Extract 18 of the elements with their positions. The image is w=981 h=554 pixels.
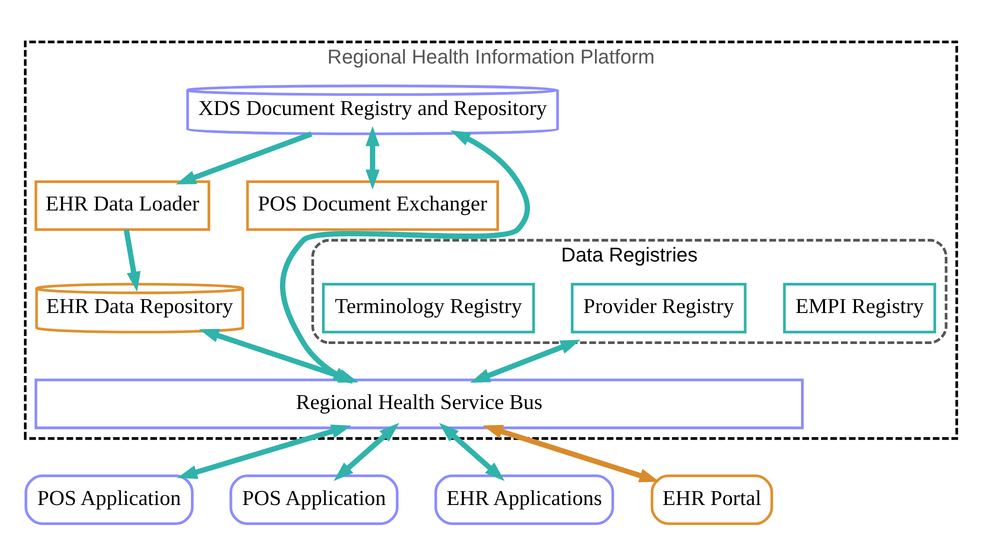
node-box: POS Application — [229, 474, 398, 524]
node-box: EMPI Registry — [782, 282, 936, 333]
node-box: EHR Data Loader — [34, 180, 210, 230]
arrow — [333, 422, 399, 480]
arrow — [176, 424, 351, 478]
node-box: Provider Registry — [570, 282, 746, 333]
arrow — [123, 228, 140, 292]
arrow — [470, 339, 580, 382]
node-box: POS Document Exchanger — [246, 180, 498, 230]
arrow — [365, 126, 380, 190]
node-box: POS Application — [24, 474, 194, 524]
node-box: Regional Health Service Bus — [34, 378, 804, 429]
node-box: EHR Applications — [434, 474, 614, 524]
arrow — [175, 130, 312, 184]
node-box: Terminology Registry — [322, 282, 534, 333]
arrow — [482, 424, 659, 482]
arrow — [438, 422, 504, 480]
node-box: EHR Portal — [650, 474, 773, 524]
